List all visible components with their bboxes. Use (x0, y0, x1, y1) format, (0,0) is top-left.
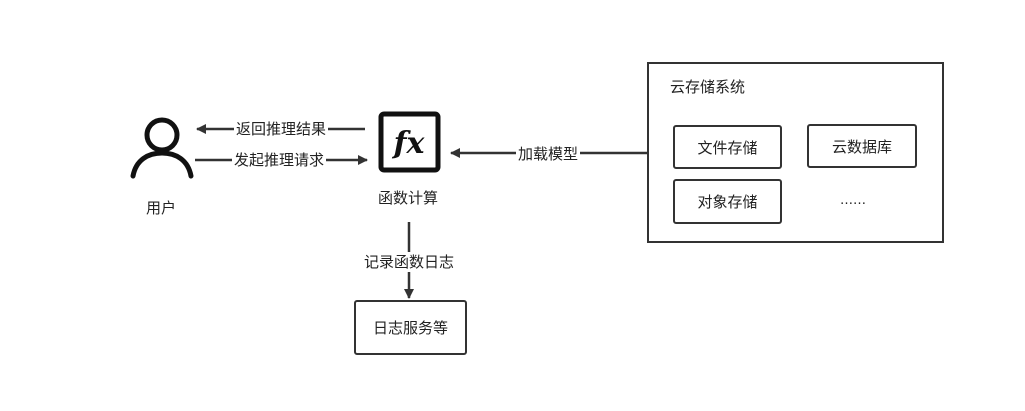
log-service-label: 日志服务等 (372, 319, 448, 337)
user-icon (130, 117, 194, 179)
function-label: 函数计算 (378, 189, 439, 207)
user-label: 用户 (146, 199, 177, 217)
edge-label-return-result: 返回推理结果 (234, 119, 329, 139)
fx-glyph: fx (392, 126, 426, 161)
storage-item-database-label: 云数据库 (831, 137, 892, 156)
storage-item-database: 云数据库 (807, 124, 917, 168)
storage-item-file-label: 文件存储 (697, 138, 758, 157)
storage-item-object: 对象存储 (673, 179, 782, 224)
storage-item-file: 文件存储 (673, 125, 782, 169)
cloud-storage-title: 云存储系统 (670, 78, 746, 96)
edge-label-load-model: 加载模型 (516, 144, 581, 164)
edge-label-send-request: 发起推理请求 (232, 150, 327, 170)
function-fx-icon: fx (378, 111, 441, 173)
edge-label-record-log: 记录函数日志 (362, 252, 457, 272)
log-service-box: 日志服务等 (354, 300, 467, 355)
storage-item-object-label: 对象存储 (697, 193, 758, 211)
storage-more-ellipsis: …… (840, 193, 866, 208)
